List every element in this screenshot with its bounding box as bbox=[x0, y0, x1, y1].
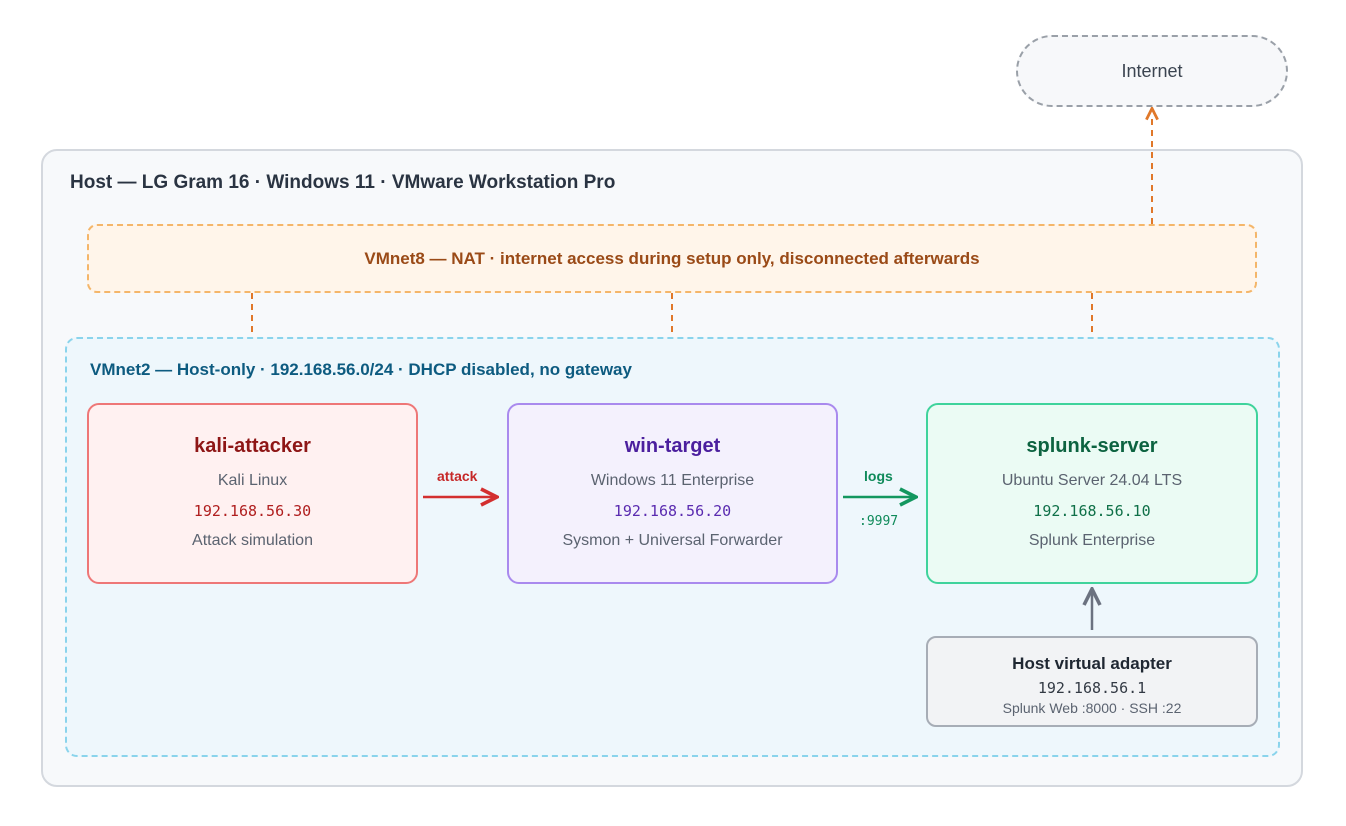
vm-os: Windows 11 Enterprise bbox=[590, 472, 755, 489]
vmnet8-label: VMnet8 — NAT · internet access during se… bbox=[364, 248, 980, 268]
vm-os: Ubuntu Server 24.04 LTS bbox=[1001, 472, 1183, 489]
internet-label: Internet bbox=[1121, 60, 1183, 81]
vm-ip: 192.168.56.30 bbox=[193, 502, 312, 520]
vm-role: Attack simulation bbox=[192, 532, 313, 549]
attack-edge-label: attack bbox=[437, 468, 478, 484]
vm-name: win-target bbox=[624, 435, 721, 457]
vm-os: Kali Linux bbox=[217, 472, 288, 489]
host-title: Host — LG Gram 16 · Windows 11 · VMware … bbox=[70, 172, 616, 193]
vm-kali-attacker: kali-attacker Kali Linux 192.168.56.30 A… bbox=[87, 403, 418, 584]
vm-win-target: win-target Windows 11 Enterprise 192.168… bbox=[507, 403, 838, 584]
vm-ip: 192.168.56.10 bbox=[1033, 502, 1151, 520]
logs-edge-label: logs bbox=[864, 468, 893, 484]
adapter-name: Host virtual adapter bbox=[1012, 654, 1172, 673]
logs-port-label: :9997 bbox=[859, 514, 899, 529]
vm-role: Sysmon + Universal Forwarder bbox=[562, 532, 783, 549]
vm-role: Splunk Enterprise bbox=[1028, 532, 1156, 549]
internet-node: Internet bbox=[1016, 35, 1288, 107]
vm-splunk-server: splunk-server Ubuntu Server 24.04 LTS 19… bbox=[926, 403, 1258, 584]
vmnet8-nat-network: VMnet8 — NAT · internet access during se… bbox=[87, 224, 1257, 293]
vm-name: splunk-server bbox=[1026, 435, 1158, 457]
adapter-services: Splunk Web :8000 · SSH :22 bbox=[1002, 700, 1182, 716]
vm-name: kali-attacker bbox=[194, 435, 311, 457]
host-virtual-adapter: Host virtual adapter 192.168.56.1 Splunk… bbox=[926, 636, 1258, 727]
adapter-ip: 192.168.56.1 bbox=[1037, 679, 1147, 697]
vmnet2-title: VMnet2 — Host-only · 192.168.56.0/24 · D… bbox=[90, 360, 632, 379]
vm-ip: 192.168.56.20 bbox=[613, 502, 732, 520]
